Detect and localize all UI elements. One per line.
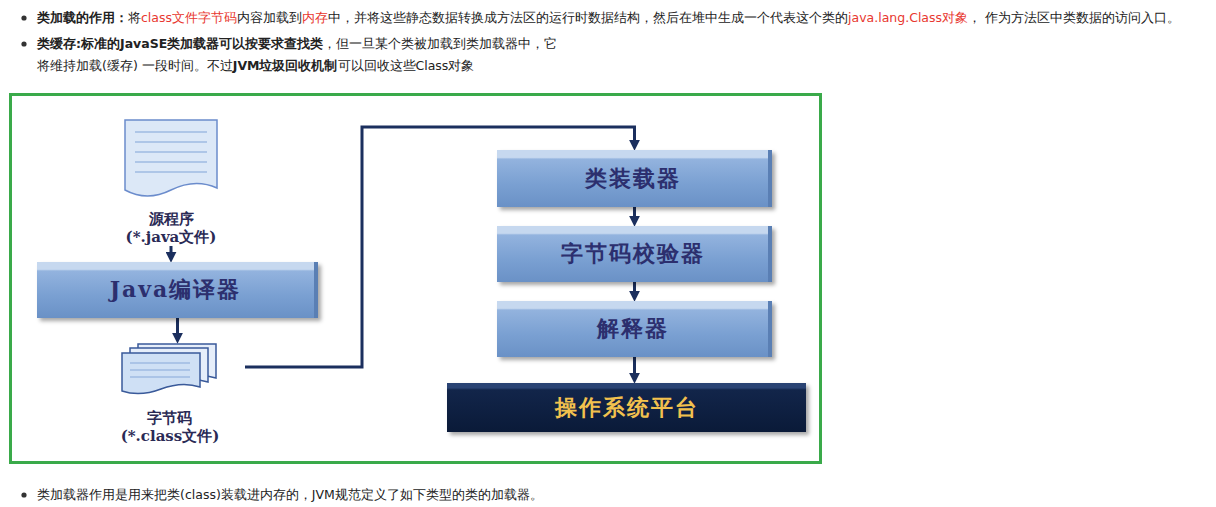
- node-label: 字节码校验器: [561, 239, 705, 269]
- process-band: Java编译器: [37, 262, 318, 318]
- process-band: 类装载器: [497, 150, 772, 207]
- node-label: 解释器: [597, 314, 669, 344]
- bullet-dot: [21, 41, 26, 46]
- highlighted-text: class文件字节码: [141, 10, 237, 25]
- highlighted-text: java.lang.Class对象: [848, 10, 968, 25]
- document-icon: [123, 118, 219, 200]
- flow-arrow: [170, 246, 173, 254]
- page-line: [130, 369, 190, 370]
- body-text: 可以回收这些Class对象: [338, 58, 475, 73]
- file-stack-icon: [120, 343, 220, 395]
- bullet-paragraph: 类加载器作用是用来把类(class)装载进内存的，JVM规范定义了如下类型的类的…: [37, 484, 1204, 506]
- page-line: [135, 131, 207, 133]
- page-line: [135, 161, 207, 163]
- page-shape: [125, 120, 217, 196]
- page-shape: [122, 353, 200, 394]
- process-band: 解释器: [497, 301, 772, 357]
- bold-text: 类加载的作用：: [37, 10, 128, 25]
- flow-arrow: [176, 318, 179, 335]
- page-line: [135, 171, 207, 173]
- body-text: 将: [128, 10, 141, 25]
- highlight-frame: [11, 95, 821, 463]
- flow-arrow: [633, 357, 636, 375]
- bytecode-file-icon: 字节码 (*.class文件): [95, 343, 245, 445]
- bold-text: JVM垃圾回收机制: [233, 58, 338, 73]
- node-label: 字节码 (*.class文件): [121, 409, 220, 445]
- body-text: ， 作为方法区中类数据的访问入口。: [968, 10, 1180, 25]
- page-line: [135, 141, 207, 143]
- bold-text: 类缓存:标准的JavaSE类加载器可以按要求查找类: [37, 36, 323, 51]
- body-text: 内容加载到: [237, 10, 302, 25]
- node-label: 操作系统平台: [555, 393, 699, 423]
- bullet-dot: [21, 15, 26, 20]
- page-line: [130, 362, 190, 363]
- bullet-paragraph: 类缓存:标准的JavaSE类加载器可以按要求查找类，但一旦某个类被加载到类加载器…: [37, 33, 567, 77]
- platform-band: 操作系统平台: [447, 383, 806, 432]
- highlighted-text: 内存: [302, 10, 328, 25]
- node-label: 源程序 (*.java文件): [126, 210, 217, 246]
- bullet-paragraph: 类加载的作用：将class文件字节码内容加载到内存中，并将这些静态数据转换成方法…: [37, 7, 1204, 29]
- node-label: 类装载器: [585, 164, 681, 194]
- flow-arrow: [633, 282, 636, 293]
- page-line: [135, 151, 207, 153]
- source-file-icon: 源程序 (*.java文件): [100, 118, 242, 246]
- bullet-dot: [21, 492, 26, 497]
- node-label: Java编译器: [110, 275, 242, 305]
- page-line: [130, 376, 190, 377]
- body-text: 中，并将这些静态数据转换成方法区的运行时数据结构，然后在堆中生成一个代表这个类的: [328, 10, 848, 25]
- process-band: 字节码校验器: [497, 226, 772, 282]
- flow-arrow: [633, 207, 636, 218]
- body-text: 类加载器作用是用来把类(class)装载进内存的，JVM规范定义了如下类型的类的…: [37, 487, 543, 502]
